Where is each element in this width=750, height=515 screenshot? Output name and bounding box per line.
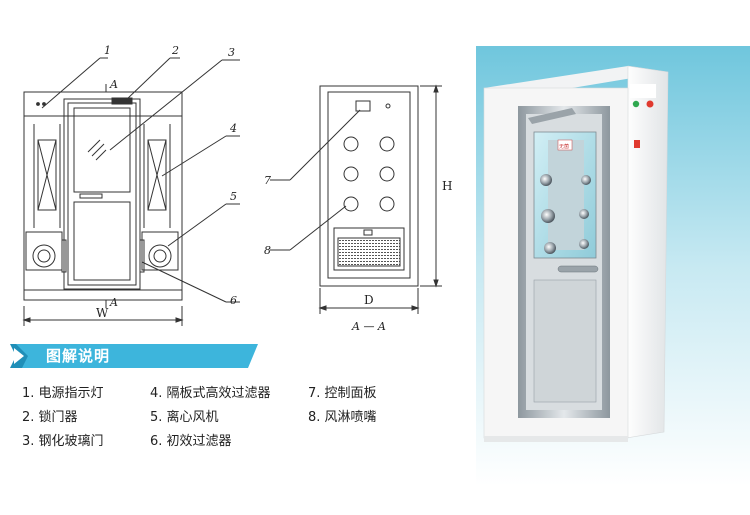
callout-7: 7 (264, 174, 271, 187)
right-hepa-filter (147, 139, 167, 211)
legend-item-1: 1. 电源指示灯 (22, 386, 104, 401)
stop-button-icon (634, 140, 640, 148)
section-title: 图解说明 (46, 347, 111, 365)
door-lock (111, 97, 133, 105)
nozzle (379, 196, 395, 212)
pre-filter-left (61, 239, 67, 273)
power-indicator-icon (632, 100, 640, 108)
nozzle (379, 136, 395, 152)
indicator-light (36, 102, 40, 106)
legend-item-3: 3. 钢化玻璃门 (22, 434, 104, 449)
callout-2: 2 (171, 44, 179, 57)
section-banner (10, 344, 258, 368)
photo-panel-text: 无菌 (559, 143, 569, 150)
section-mark-bottom: A (109, 296, 118, 309)
section-body (319, 85, 419, 287)
width-label: W (96, 306, 109, 320)
callout-4: 4 (229, 122, 237, 135)
callout-6: 6 (230, 294, 237, 307)
legend-item-2: 2. 锁门器 (22, 410, 78, 425)
front-body (23, 91, 183, 301)
front-view-drawing (22, 57, 240, 326)
legend-item-8: 8. 风淋喷嘴 (308, 410, 377, 425)
door-handle (79, 193, 103, 199)
right-blower (148, 244, 172, 268)
cabinet-side-panel (625, 65, 669, 439)
legend-item-5: 5. 离心风机 (150, 410, 219, 425)
callout-1: 1 (104, 44, 111, 57)
pre-filter-right (139, 239, 145, 273)
left-blower (32, 244, 56, 268)
front-door-frame (63, 98, 141, 290)
left-hepa-filter (37, 139, 57, 211)
nozzle (379, 166, 395, 182)
control-panel (355, 100, 371, 112)
product-photo (476, 46, 750, 486)
view-caption: A — A (351, 320, 386, 333)
legend: 1. 电源指示灯 2. 锁门器 3. 钢化玻璃门 4. 隔板式高效过滤器 5. … (22, 382, 442, 462)
banner-arrow-icon (14, 348, 24, 364)
nozzle (343, 196, 359, 212)
nozzle (343, 166, 359, 182)
depth-label: D (364, 293, 374, 307)
glass-window (73, 107, 131, 193)
illustration-heading: 图解说明 (8, 343, 260, 369)
door-closer (528, 108, 576, 124)
height-label: H (442, 179, 452, 193)
callout-8: 8 (264, 244, 271, 257)
photo-door-handle (557, 265, 599, 273)
callout-3: 3 (228, 46, 235, 59)
callout-5: 5 (230, 190, 237, 203)
legend-item-4: 4. 隔板式高效过滤器 (150, 386, 271, 401)
legend-item-7: 7. 控制面板 (308, 386, 377, 401)
return-air-grille (337, 237, 401, 267)
emergency-button-icon (646, 100, 654, 108)
legend-item-6: 6. 初效过滤器 (150, 434, 232, 449)
section-view-drawing (270, 84, 442, 314)
section-mark-top: A (109, 78, 118, 91)
nozzle (343, 136, 359, 152)
